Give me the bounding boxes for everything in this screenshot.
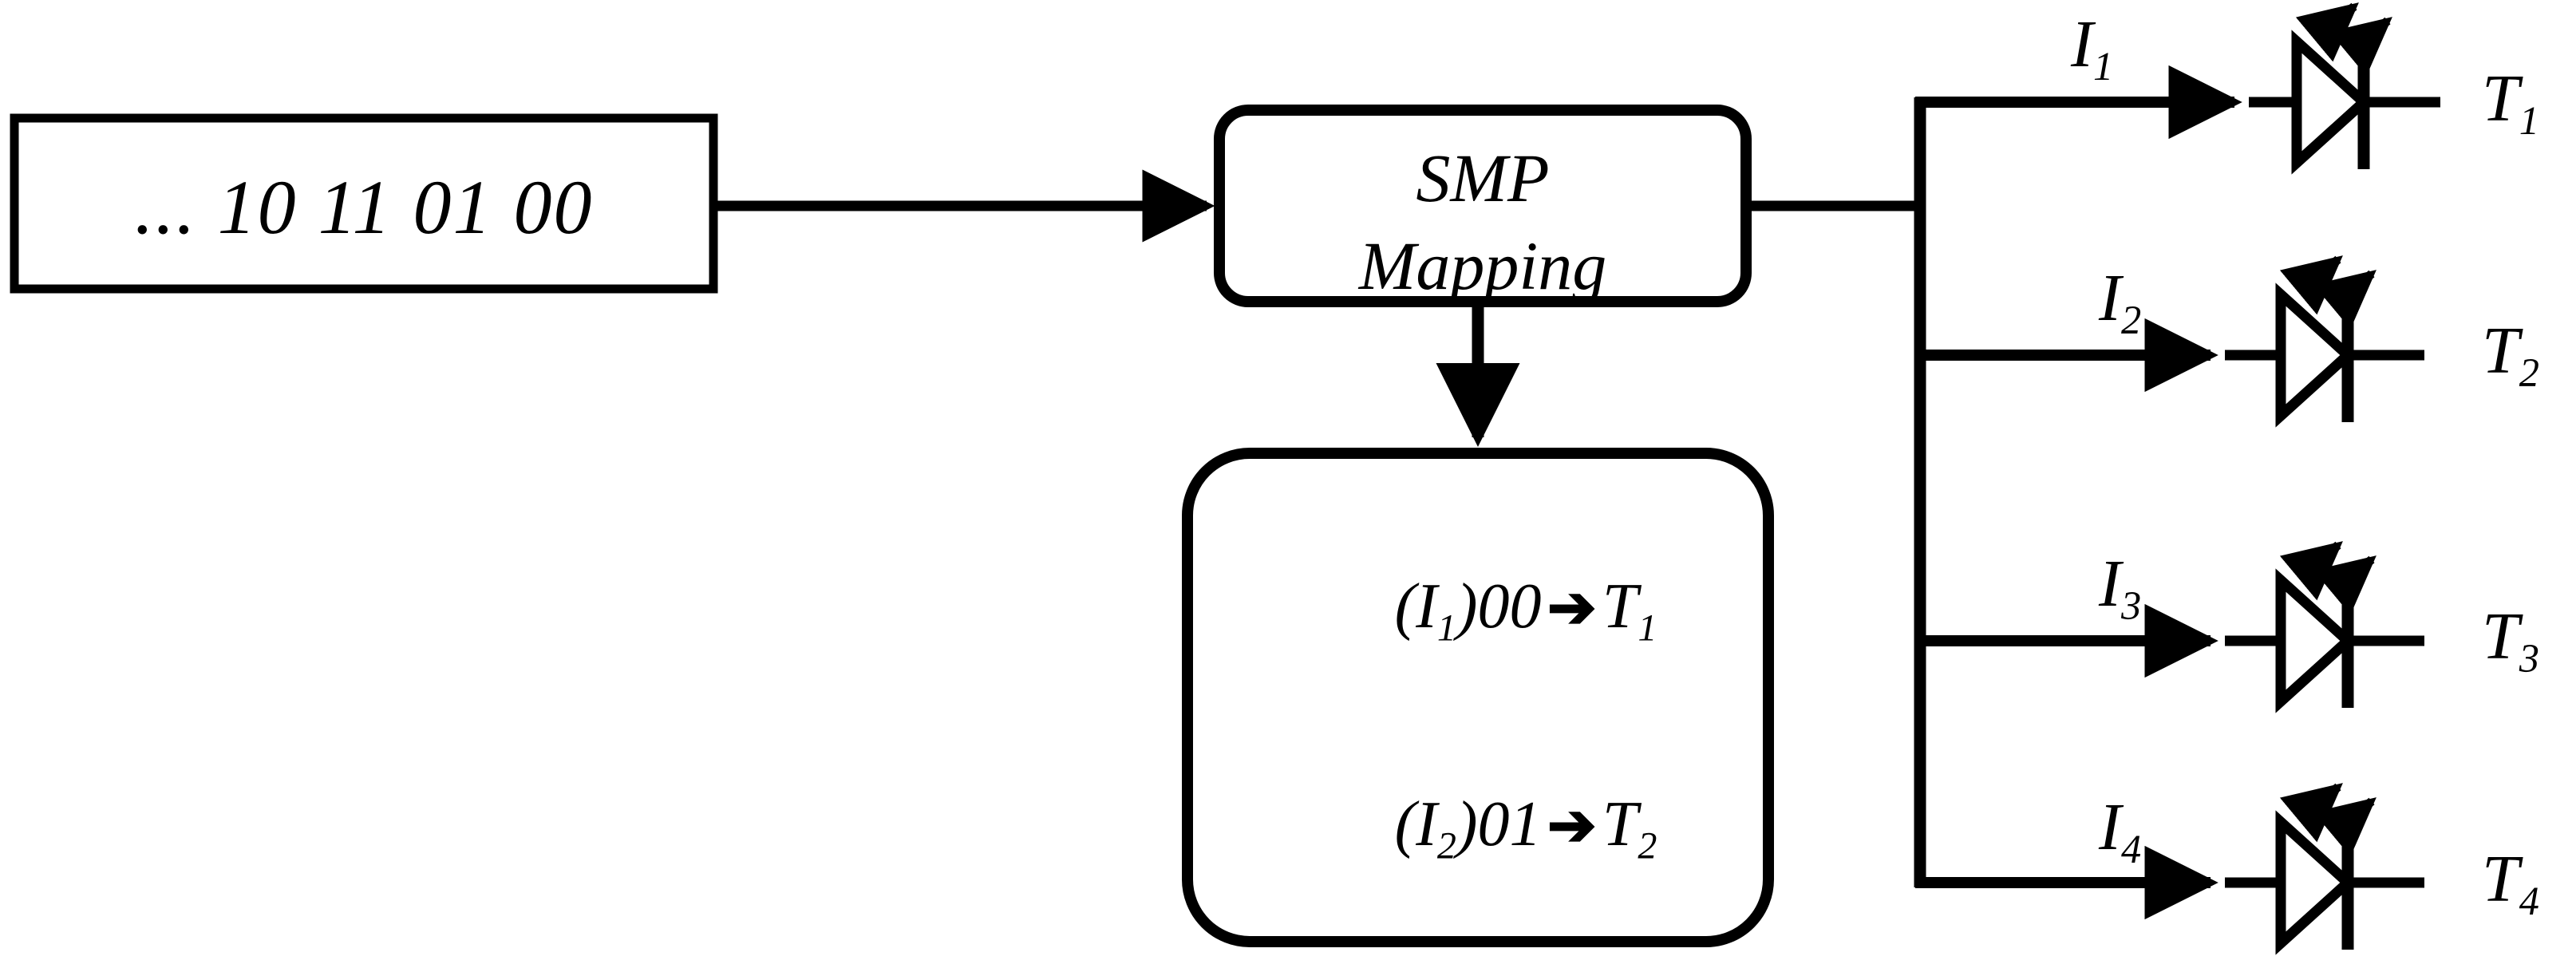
mapping-row-1-open: ( xyxy=(1394,571,1416,642)
mapping-row-1-symbol: T xyxy=(1602,571,1638,642)
mapping-row-1-arrow-icon: ➔ xyxy=(1547,575,1597,640)
mapping-row-2-symbol: T xyxy=(1602,789,1638,860)
smp-block-label-line2: Mapping xyxy=(1358,227,1607,305)
led-icon-1 xyxy=(2291,2,2440,175)
mapping-row-1: (I1)00➔T1 xyxy=(1187,511,1768,711)
current-label-4: I4 xyxy=(2099,794,2141,870)
terminal-label-3-sub: 3 xyxy=(2519,636,2539,682)
current-label-3: I3 xyxy=(2099,551,2141,626)
bitstream-text: ... 10 11 01 00 xyxy=(134,164,594,250)
current-label-1: I1 xyxy=(2071,11,2113,87)
mapping-row-2-current-sub: 2 xyxy=(1436,824,1456,867)
terminal-label-1-sub: 1 xyxy=(2519,98,2539,144)
current-label-1-sub: 1 xyxy=(2092,44,2114,89)
current-label-2-base: I xyxy=(2099,261,2121,335)
led-icon-4 xyxy=(2275,783,2424,955)
mapping-row-3: (I3)11➔T3 xyxy=(1187,947,1768,968)
mapping-row-2-open: ( xyxy=(1394,789,1416,860)
mapping-row-1-symbol-sub: 1 xyxy=(1638,606,1657,650)
current-label-2: I2 xyxy=(2099,265,2141,341)
current-label-4-sub: 4 xyxy=(2120,827,2142,872)
mapping-row-1-close: ) xyxy=(1456,571,1478,642)
terminal-label-1-base: T xyxy=(2482,61,2519,136)
mapping-row-2-close: ) xyxy=(1456,789,1478,860)
smp-block-label-line1: SMP xyxy=(1416,140,1550,216)
led-icon-3 xyxy=(2275,541,2424,713)
mapping-row-2-current: I xyxy=(1416,789,1437,860)
mapping-row-2-bits: 01 xyxy=(1477,789,1542,860)
current-label-4-base: I xyxy=(2099,790,2121,864)
mapping-row-2-arrow-icon: ➔ xyxy=(1547,792,1597,859)
terminal-label-3: T3 xyxy=(2482,603,2539,679)
current-label-1-base: I xyxy=(2071,7,2093,81)
mapping-box-outline xyxy=(1182,448,1774,947)
current-label-3-sub: 3 xyxy=(2120,583,2142,629)
terminal-label-4: T4 xyxy=(2482,846,2539,922)
current-label-3-base: I xyxy=(2099,547,2121,621)
mapping-row-2-symbol-sub: 2 xyxy=(1638,824,1657,867)
terminal-label-1: T1 xyxy=(2482,65,2539,141)
mapping-row-1-current-sub: 1 xyxy=(1436,606,1456,650)
terminal-label-4-base: T xyxy=(2482,842,2519,916)
terminal-label-2-base: T xyxy=(2482,314,2519,388)
terminal-label-4-sub: 4 xyxy=(2519,879,2539,924)
mapping-row-2: (I2)01➔T2 xyxy=(1187,729,1768,929)
led-icon-2 xyxy=(2275,255,2424,428)
smp-block-label: SMP Mapping xyxy=(1219,134,1746,310)
mapping-row-1-current: I xyxy=(1416,571,1437,642)
bitstream-box-outline xyxy=(10,113,718,294)
mapping-table: (I1)00➔T1 (I2)01➔T2 (I3)11➔T3 (I4)10➔T4 xyxy=(1187,511,1768,968)
current-label-2-sub: 2 xyxy=(2120,298,2142,343)
terminal-label-3-base: T xyxy=(2482,599,2519,674)
terminal-label-2-sub: 2 xyxy=(2519,350,2539,396)
mapping-row-1-bits: 00 xyxy=(1477,571,1542,642)
terminal-label-2: T2 xyxy=(2482,318,2539,393)
